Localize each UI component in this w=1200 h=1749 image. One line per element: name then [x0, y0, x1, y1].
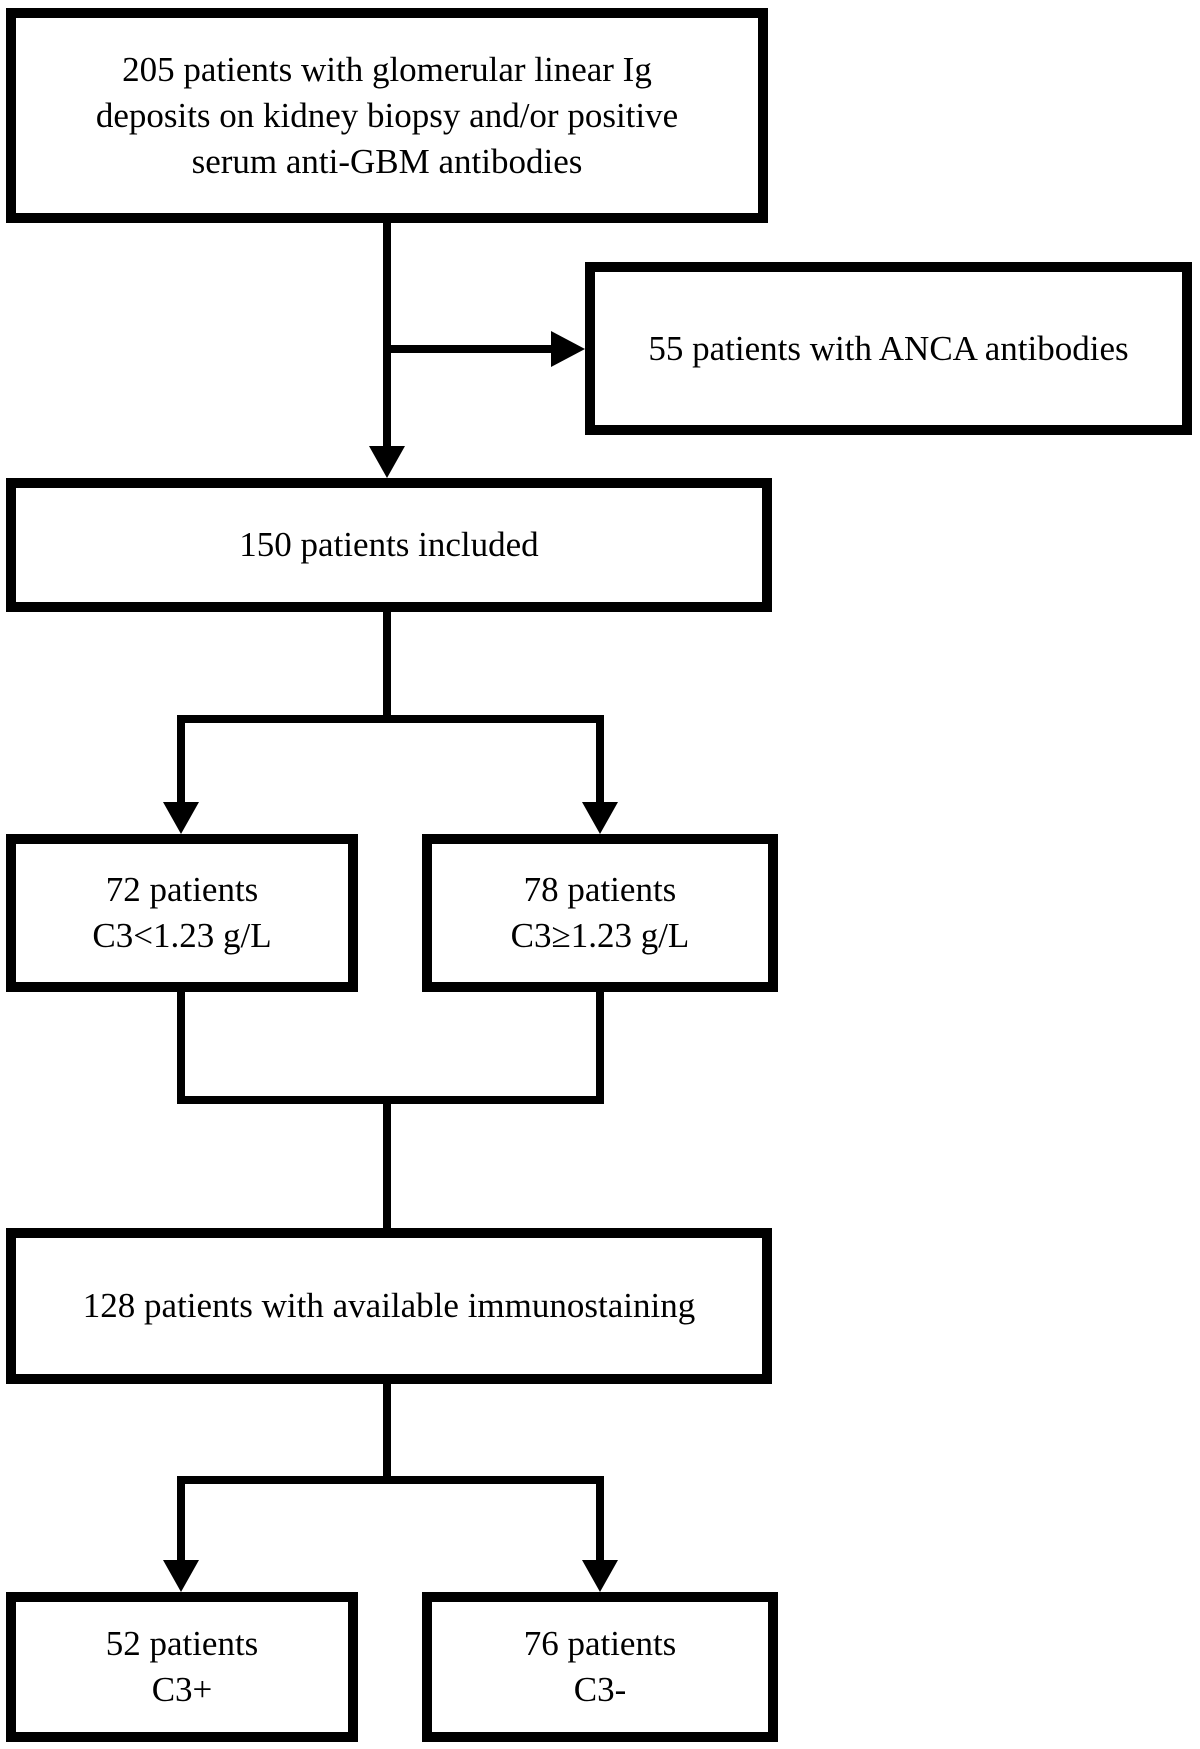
connector-split2-right — [596, 1476, 604, 1562]
node-150-text: 150 patients included — [239, 525, 539, 564]
arrowhead-down-into-72 — [163, 802, 199, 834]
node-205-text: 205 patients with glomerular linear Ig d… — [95, 49, 679, 181]
node-55-text: 55 patients with ANCA antibodies — [648, 328, 1129, 368]
merge-bar — [177, 1096, 604, 1104]
connector-128-down — [383, 1384, 391, 1484]
arrowhead-down-into-76 — [582, 1560, 618, 1592]
connector-split2-left — [177, 1476, 185, 1562]
connector-78-down — [596, 992, 604, 1104]
node-76-text: 76 patients C3- — [523, 1624, 677, 1709]
node-128-immunostaining: 128 patients with available immunostaini… — [6, 1228, 772, 1384]
arrowhead-down-into-52 — [163, 1560, 199, 1592]
connector-merge-to-128 — [383, 1104, 391, 1228]
node-55-anca-excluded: 55 patients with ANCA antibodies — [585, 262, 1192, 435]
node-76-c3-negative: 76 patients C3- — [422, 1592, 778, 1742]
connector-205-to-150 — [383, 223, 391, 446]
connector-split1-right — [596, 715, 604, 803]
split-bar-2 — [177, 1476, 604, 1484]
arrowhead-down-into-150 — [369, 446, 405, 478]
connector-branch-to-anca — [383, 345, 551, 353]
node-205-patients: 205 patients with glomerular linear Ig d… — [6, 8, 768, 223]
connector-split1-left — [177, 715, 185, 803]
node-128-text: 128 patients with available immunostaini… — [82, 1286, 696, 1325]
arrowhead-right-into-anca — [551, 331, 585, 367]
node-72-text: 72 patients C3<1.23 g/L — [92, 870, 272, 955]
node-52-c3-positive: 52 patients C3+ — [6, 1592, 358, 1742]
node-72-c3-low: 72 patients C3<1.23 g/L — [6, 834, 358, 992]
arrowhead-down-into-78 — [582, 802, 618, 834]
node-78-text: 78 patients C3≥1.23 g/L — [510, 870, 690, 955]
node-150-included: 150 patients included — [6, 478, 772, 612]
node-78-c3-high: 78 patients C3≥1.23 g/L — [422, 834, 778, 992]
split-bar-1 — [177, 715, 604, 723]
node-52-text: 52 patients C3+ — [105, 1624, 259, 1709]
connector-150-down — [383, 612, 391, 723]
connector-72-down — [177, 992, 185, 1104]
